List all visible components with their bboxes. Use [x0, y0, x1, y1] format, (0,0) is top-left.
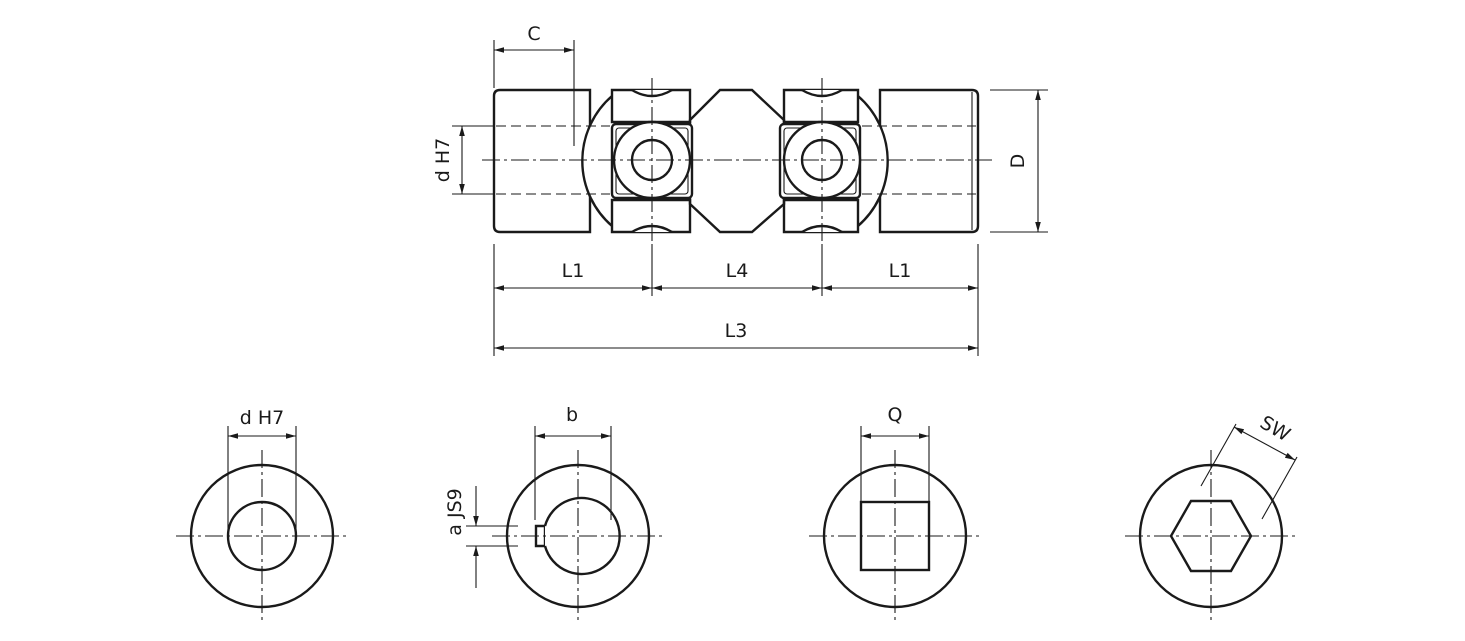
dim-d-outer: D	[990, 89, 1048, 233]
dim-l1-l4-l1: L1 L4 L1	[493, 244, 979, 356]
bore-keyway: b a JS9	[444, 404, 664, 622]
bore-hex: SW	[1125, 412, 1298, 622]
label-l1-left: L1	[562, 260, 585, 282]
side-view	[482, 78, 992, 242]
label-c: C	[527, 23, 540, 45]
label-l4: L4	[726, 260, 749, 282]
bore-square: Q	[809, 404, 981, 622]
left-hub	[492, 88, 592, 234]
right-hub	[878, 88, 980, 234]
bore-round: d H7	[176, 407, 348, 622]
label-d-h7-side: d H7	[432, 138, 454, 182]
label-d-outer: D	[1007, 154, 1029, 169]
label-sw-hex: SW	[1256, 412, 1294, 447]
label-d-h7-bore: d H7	[240, 407, 284, 429]
dim-d-h7-side: d H7	[432, 125, 494, 195]
label-b-key: b	[566, 404, 578, 426]
label-l3: L3	[725, 320, 748, 342]
dim-c: C	[493, 23, 575, 146]
dim-l3: L3	[494, 320, 978, 351]
right-fork	[857, 95, 889, 227]
label-l1-right: L1	[889, 260, 912, 282]
center-block	[688, 88, 786, 234]
left-fork	[581, 95, 613, 227]
label-q-square: Q	[888, 404, 903, 426]
label-a-js9: a JS9	[444, 488, 466, 535]
right-yoke	[782, 88, 860, 234]
